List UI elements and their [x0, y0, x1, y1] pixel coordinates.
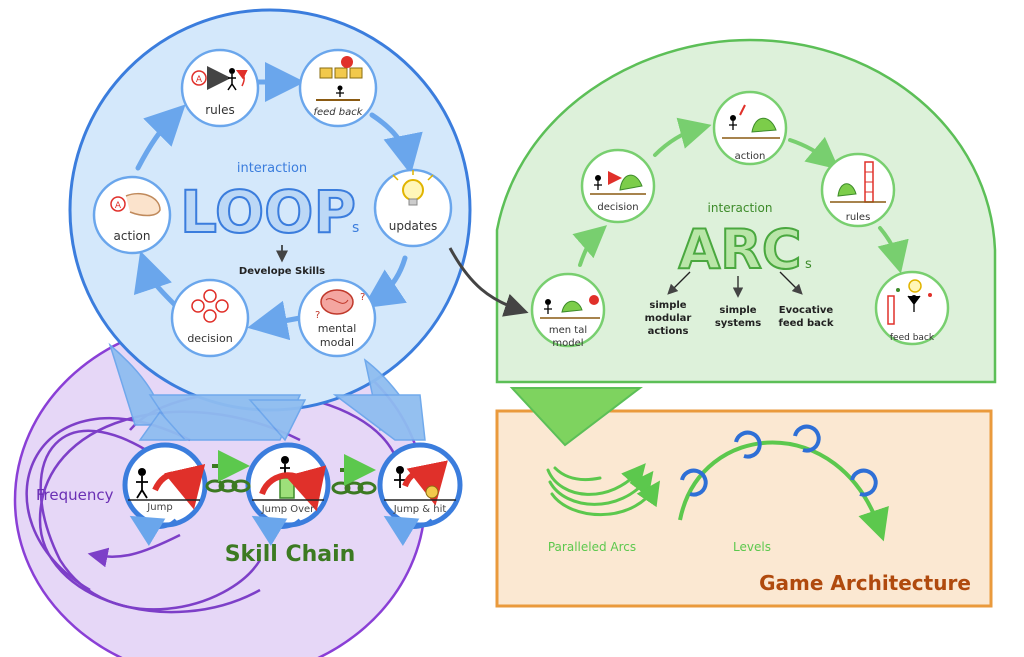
skill-jump-over-label: Jump Over [261, 504, 315, 515]
loop-node-mental-label-2: modal [320, 336, 354, 349]
paralleled-arcs-icon [546, 463, 661, 517]
loop-node-action: A [92, 175, 172, 255]
game-architecture-box [495, 409, 993, 608]
arc-node-feedback-label: feed back [890, 333, 935, 343]
arc-title: ARC [678, 218, 801, 281]
arc-node-rules-label: rules [846, 212, 871, 223]
loop-to-arc-arrow [448, 247, 529, 317]
chain-links [205, 479, 377, 495]
architecture-labels: Paralleled Arcs Levels Game Architecture [548, 540, 971, 595]
loop-cycle-arrows [133, 62, 423, 341]
arc-node-mental [530, 272, 606, 348]
loop-node-action-label: action [114, 229, 151, 243]
arc-principle-1-line-3: actions [648, 326, 689, 337]
arc-principle-1-line-2: modular [645, 313, 692, 324]
arc-principle-2-line-1: simple [719, 305, 756, 316]
architecture-title: Game Architecture [759, 571, 971, 595]
loop-pre-title: interaction [237, 161, 307, 176]
loop-title: LOOP [180, 178, 356, 246]
arc-node-feedback [874, 270, 950, 346]
arc-to-architecture-arrow [509, 387, 643, 447]
loop-node-mental: ? ? [297, 278, 377, 358]
loop-node-updates-label: updates [389, 219, 438, 233]
arc-region [495, 38, 997, 384]
loop-labels: rules feed back updates mental modal dec… [114, 103, 438, 349]
arc-node-decision-label: decision [597, 202, 638, 213]
skill-chain-title: Skill Chain [225, 542, 356, 567]
loop-to-skill-wedges [108, 342, 426, 442]
skill-jump-hit-label: Jump & hit [393, 504, 447, 515]
skill-node-jump-over [245, 442, 331, 547]
arc-node-action [712, 90, 788, 166]
arc-principle-3-line-1: Evocative [779, 305, 834, 316]
arc-cycle-arrows [572, 117, 909, 274]
arc-node-decision [580, 148, 656, 224]
arc-title-suffix: s [805, 257, 812, 272]
skill-node-jump [122, 442, 208, 547]
loop-node-mental-label-1: mental [318, 322, 357, 335]
chain-arrows [212, 450, 376, 486]
loop-node-rules: A [180, 48, 260, 128]
arc-principle-1-line-1: simple [649, 300, 686, 311]
svg-text:?: ? [360, 292, 365, 303]
loop-node-feedback-label: feed back [313, 107, 363, 118]
arc-labels: men tal model decision action rules feed… [549, 151, 935, 349]
skill-jump-label: Jump [146, 502, 172, 513]
arc-pre-title: interaction [708, 201, 773, 215]
arc-principle-3-line-2: feed back [778, 318, 833, 329]
levels-label: Levels [733, 540, 771, 554]
paralleled-arcs-label: Paralleled Arcs [548, 540, 636, 554]
loop-node-updates [373, 168, 453, 248]
svg-text:?: ? [315, 310, 320, 321]
svg-text:A: A [115, 201, 122, 211]
arc-principle-2-line-2: systems [715, 318, 761, 329]
skill-node-jump-hit [377, 442, 463, 547]
loop-node-decision [170, 278, 250, 358]
frequency-label: Frequency [36, 486, 114, 504]
loop-title-suffix: s [352, 220, 359, 236]
skill-labels: Jump Jump Over Jump & hit Frequency Skil… [36, 486, 446, 567]
loop-node-decision-label: decision [187, 332, 232, 345]
loop-subtitle: Develope Skills [239, 266, 325, 277]
arc-node-mental-label-1: men tal [549, 325, 587, 336]
levels-arc-icon [678, 424, 889, 542]
loop-node-rules-label: rules [205, 103, 235, 117]
arc-node-mental-label-2: model [552, 338, 583, 349]
arc-node-action-label: action [735, 151, 766, 162]
loop-node-feedback [298, 48, 378, 128]
svg-text:A: A [196, 75, 203, 85]
arc-node-rules [820, 152, 896, 228]
